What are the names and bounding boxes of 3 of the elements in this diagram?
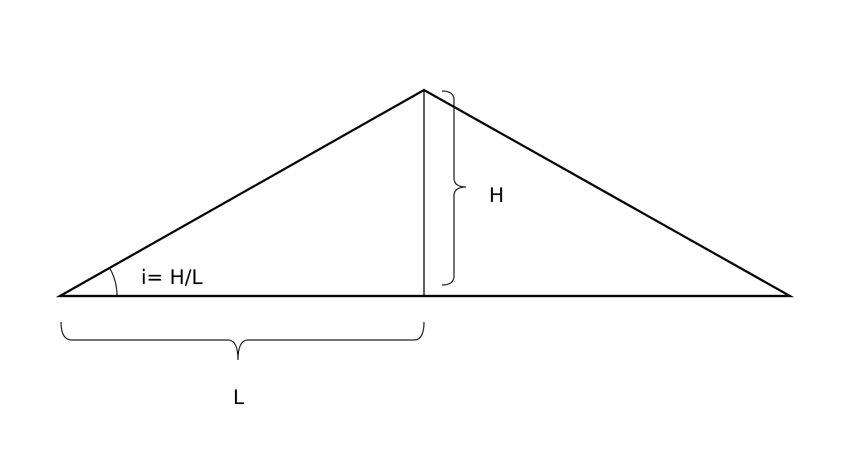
dimension-label: H	[489, 185, 504, 205]
dimension-label: L	[233, 387, 244, 407]
slope-formula: i= H/L	[141, 267, 203, 287]
